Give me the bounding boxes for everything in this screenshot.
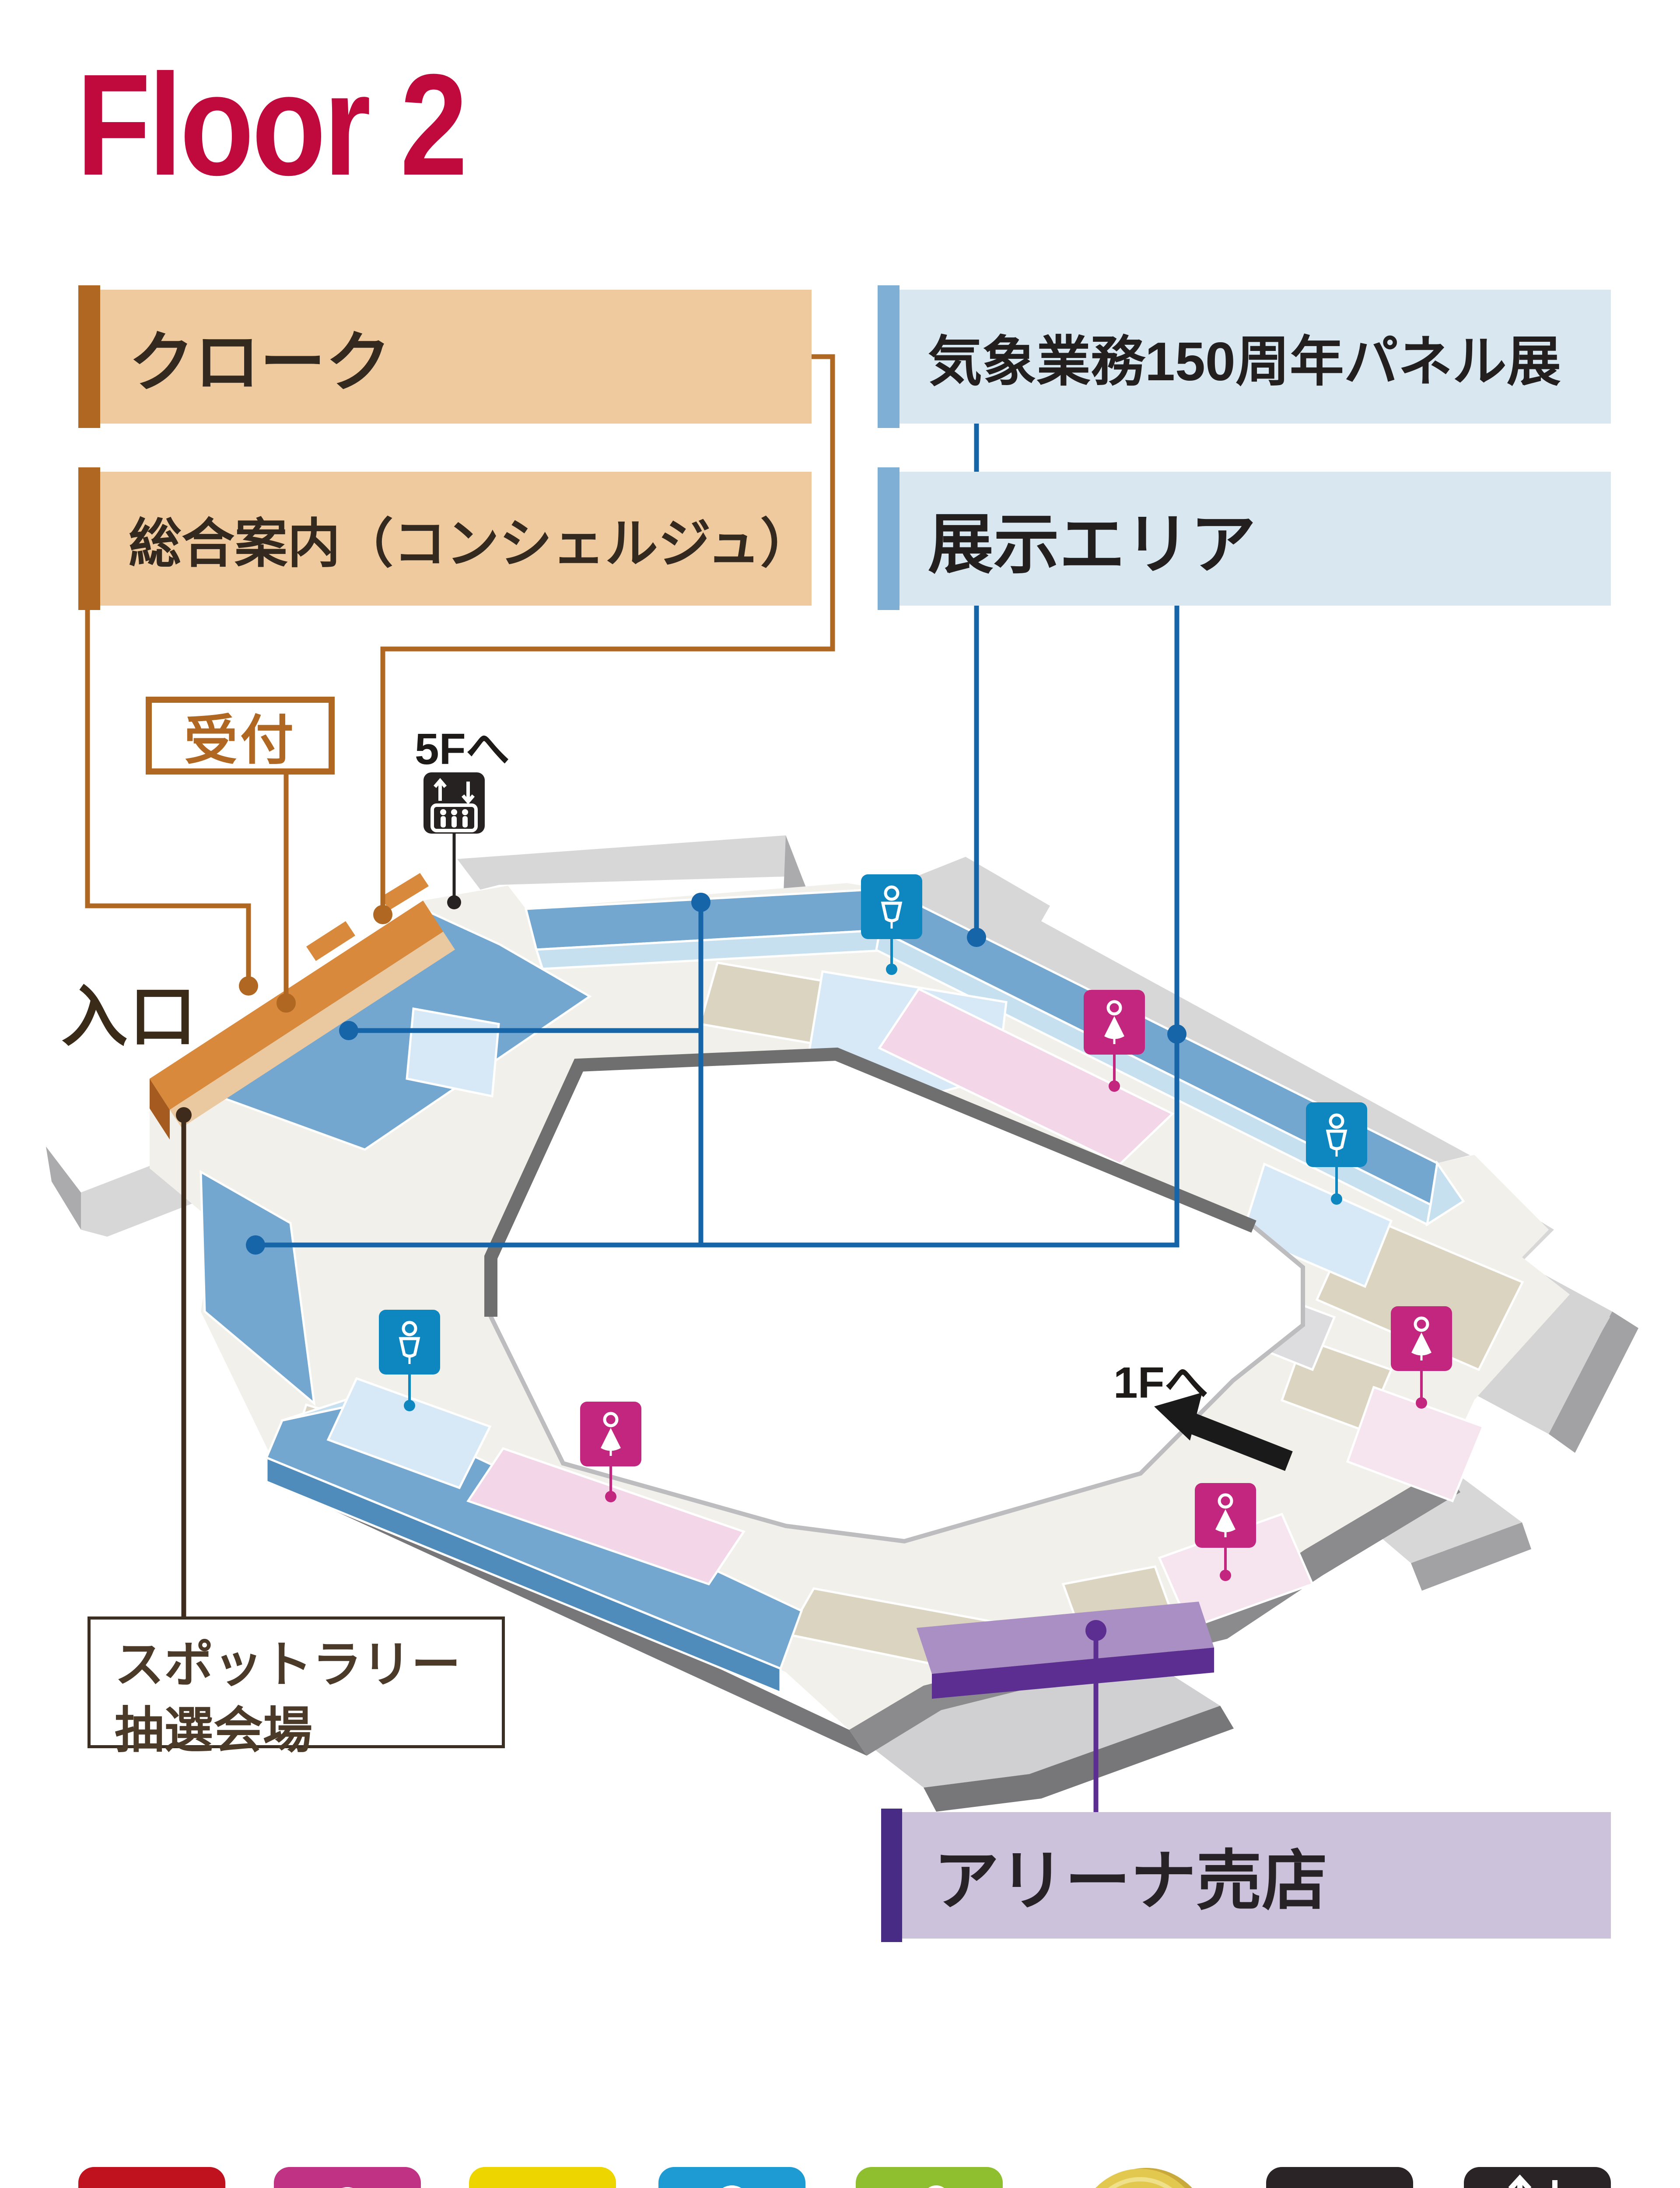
connector-lines bbox=[85, 354, 1186, 1812]
map-arena-shop bbox=[917, 1602, 1214, 1699]
callout-accent-bar bbox=[78, 467, 100, 610]
callout-panel-exhibition-label: 気象業務150周年パネル展 bbox=[928, 332, 1561, 392]
map-toilet-icons bbox=[379, 874, 1452, 1581]
food-drink-icon bbox=[78, 2167, 225, 2188]
womens-toilet-icon bbox=[1391, 1306, 1452, 1409]
callout-cloakroom: クローク bbox=[78, 285, 812, 428]
callout-accent-bar bbox=[78, 285, 100, 428]
mens-toilet-icon bbox=[658, 2167, 805, 2188]
page-title: Floor 2 bbox=[77, 44, 468, 205]
callout-information-label: 総合案内（コンシェルジュ） bbox=[129, 513, 813, 573]
callout-accent-bar bbox=[878, 467, 900, 610]
callout-exhibit-area: 展示エリア bbox=[878, 467, 1611, 610]
callout-exhibit-area-label: 展示エリア bbox=[928, 507, 1256, 581]
mens-toilet-icon bbox=[861, 874, 922, 975]
callout-arena-shop-label: アリーナ売店 bbox=[934, 1844, 1328, 1918]
exhibit-connector bbox=[256, 606, 1180, 1248]
callout-information: 総合案内（コンシェルジュ） bbox=[78, 467, 813, 610]
map-zones bbox=[200, 887, 1524, 1694]
spot-rally-coin-icon: P bbox=[1095, 2168, 1193, 2188]
map-elevator-icon bbox=[424, 772, 485, 834]
callout-reception: 受付 bbox=[146, 697, 335, 775]
info-connector bbox=[85, 606, 251, 985]
map-reception-strip bbox=[150, 873, 455, 1140]
womens-toilet-icon bbox=[274, 2167, 421, 2188]
cloak-connector bbox=[380, 354, 835, 914]
callout-panel-exhibition: 気象業務150周年パネル展 bbox=[878, 285, 1611, 428]
svg-text:P: P bbox=[1106, 2185, 1173, 2188]
nursing-room-icon bbox=[469, 2167, 616, 2188]
to-1f-label: 1Fへ bbox=[1113, 1358, 1208, 1407]
to-1f-arrow bbox=[1154, 1392, 1293, 1471]
to-5f-label: 5Fへ bbox=[415, 725, 510, 774]
mens-toilet-icon bbox=[1306, 1102, 1367, 1205]
map-inner-void bbox=[484, 1047, 1305, 1544]
callout-accent-bar bbox=[878, 285, 900, 428]
mens-toilet-icon bbox=[379, 1310, 440, 1411]
entrance-label: 入口 bbox=[61, 980, 198, 1054]
callout-spot-rally-venue: スポットラリー 抽選会場 bbox=[88, 1616, 505, 1758]
womens-toilet-icon bbox=[1195, 1483, 1256, 1581]
callout-accent-bar bbox=[881, 1809, 902, 1942]
callout-reception-label: 受付 bbox=[184, 710, 296, 770]
accessible-toilet-icon bbox=[856, 2167, 1003, 2188]
elevator-icon bbox=[1464, 2167, 1611, 2188]
womens-toilet-icon bbox=[580, 1402, 641, 1502]
stairs-icon bbox=[1266, 2167, 1413, 2188]
spot-rally-line2: 抽選会場 bbox=[115, 1703, 312, 1758]
callout-cloakroom-label: クローク bbox=[129, 325, 392, 399]
callout-arena-shop: アリーナ売店 bbox=[881, 1809, 1611, 1942]
womens-toilet-icon bbox=[1084, 990, 1145, 1092]
map-outer-wings bbox=[46, 835, 1638, 1812]
legend-icons: P bbox=[78, 2167, 1611, 2188]
spot-rally-line1: スポットラリー bbox=[115, 1637, 461, 1692]
